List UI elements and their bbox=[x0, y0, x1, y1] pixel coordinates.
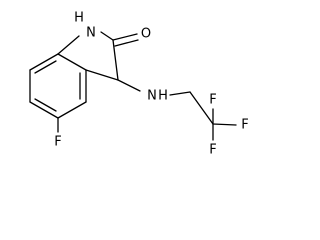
bond-c6-c5-inner bbox=[34, 98, 57, 112]
atom-label-o: O bbox=[141, 27, 151, 42]
atom-label-f-top: F bbox=[209, 93, 216, 108]
atom-label-n1: N bbox=[86, 26, 96, 41]
structure-diagram: H N O F N H F F F bbox=[29, 11, 249, 158]
bond-c2-o-second bbox=[114, 39, 139, 47]
atom-label-f5: F bbox=[54, 135, 61, 150]
bond-nh-ch2 bbox=[169, 91, 191, 96]
atom-label-f-right: F bbox=[241, 118, 248, 133]
bond-c7a-c7 bbox=[29, 53, 59, 71]
bond-c7a-c7-inner bbox=[34, 60, 57, 74]
bond-c3-c3a bbox=[85, 69, 119, 81]
bonds bbox=[29, 31, 237, 141]
bond-c2-o bbox=[112, 33, 138, 41]
bond-c2-c3 bbox=[112, 39, 119, 81]
bond-c6-c5 bbox=[29, 101, 59, 119]
atom-label-f-bottom: F bbox=[209, 143, 216, 158]
atom-label-n-amine: N bbox=[147, 89, 157, 104]
bond-ch2-cf3 bbox=[189, 91, 214, 125]
bond-c7a-n1 bbox=[57, 35, 80, 55]
atom-labels: H N O F N H F F F bbox=[54, 11, 248, 158]
atom-label-h1: H bbox=[74, 11, 84, 26]
bond-n1-c2 bbox=[100, 31, 114, 41]
bond-c3a-c7a bbox=[57, 53, 87, 71]
atom-label-h-amine: H bbox=[158, 89, 168, 104]
bond-c3-nh bbox=[117, 79, 141, 92]
bond-c5-c4 bbox=[57, 101, 87, 119]
bond-cf3-f-right bbox=[212, 123, 237, 126]
